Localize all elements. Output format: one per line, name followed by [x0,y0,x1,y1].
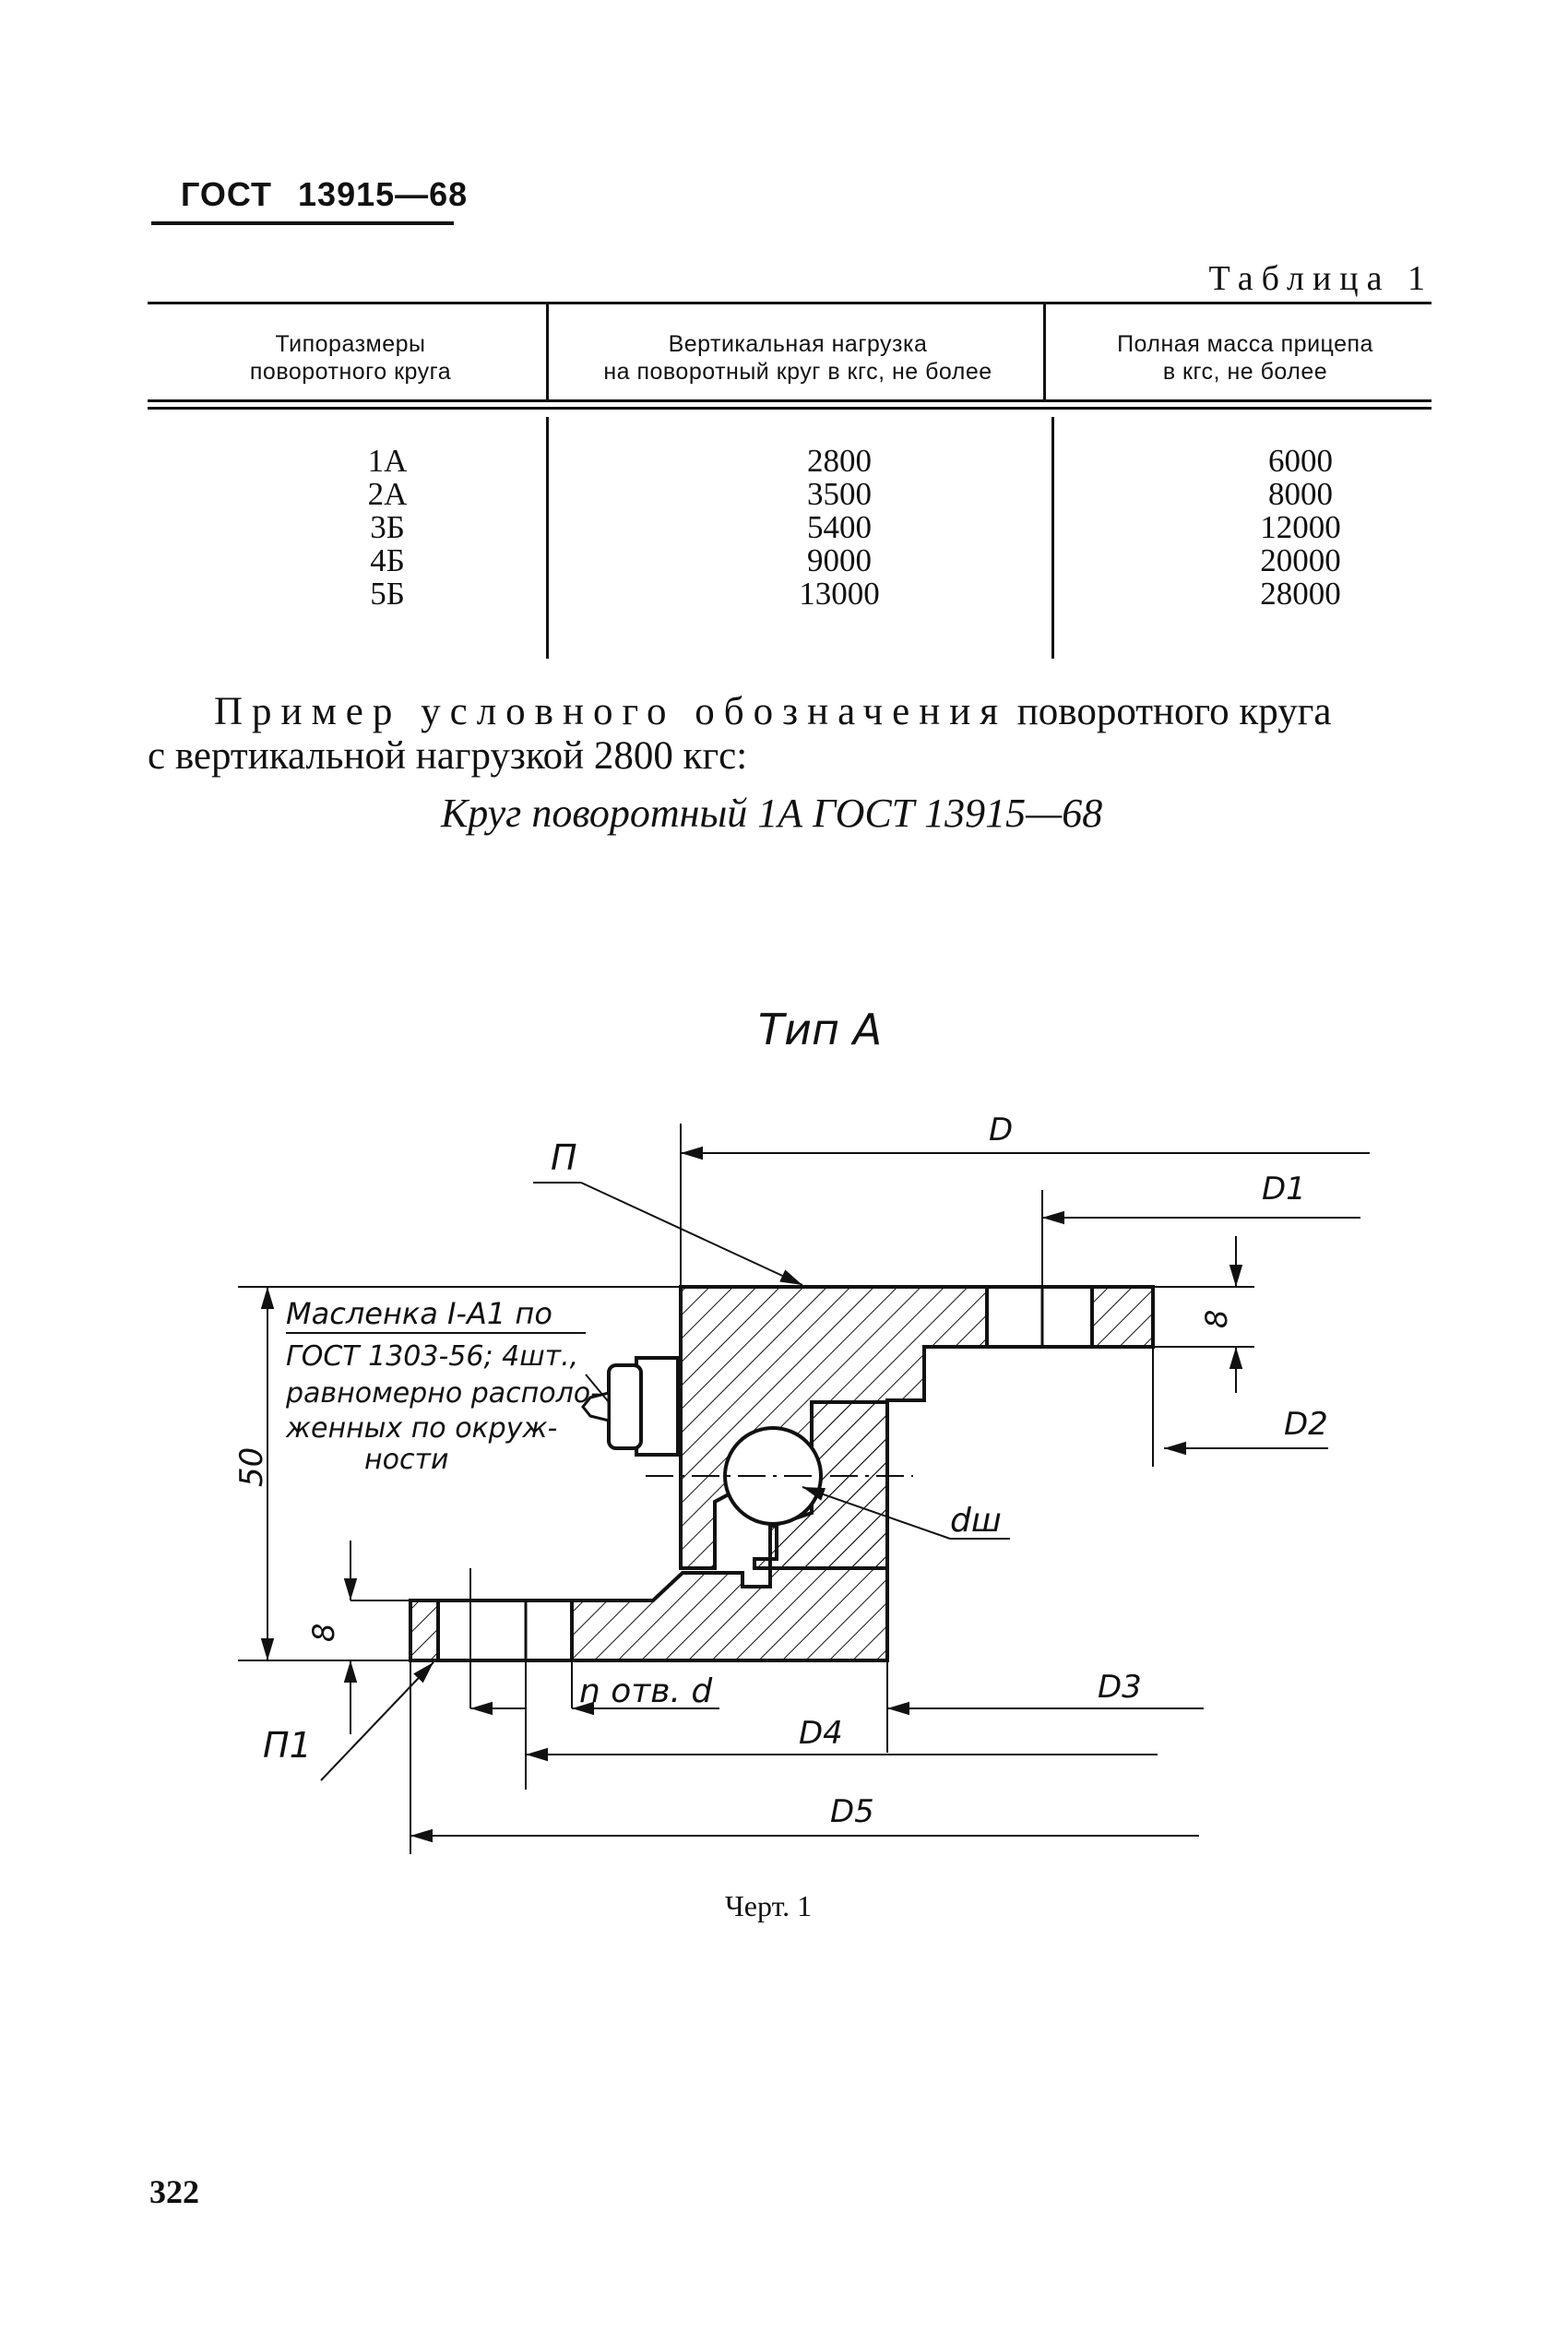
oiler-note-line: равномерно располо- [285,1377,600,1410]
table-header-rule-2 [148,407,1431,410]
table-cell: 3500 [807,476,872,512]
table-cell: 2А [367,476,408,512]
label-p: П [551,1137,577,1178]
table-cell: 5Б [370,576,405,612]
example-line1-rest: поворотного круга [1007,690,1332,733]
table-cell: 28000 [1260,576,1341,612]
standard-number: 13915—68 [298,175,469,213]
label-ball-diameter: dш [950,1502,1002,1540]
table-column-load: 2800 3500 5400 9000 13000 [756,445,922,611]
oiler-note-line: женных по окруж- [285,1412,557,1445]
table-divider [546,417,549,659]
label-d: D [989,1112,1013,1148]
oiler-note-line: ности [364,1444,448,1476]
table-divider [1051,417,1054,659]
label-p1: П1 [263,1725,312,1766]
label-d1: D1 [1262,1171,1306,1208]
label-holes: n отв. d [579,1672,713,1710]
dim-8-bottom: 8 [306,1624,341,1642]
table-cell: 8000 [1268,476,1333,512]
standard-label: ГОСТ [181,175,273,213]
label-d2: D2 [1284,1406,1328,1443]
dim-50: 50 [233,1447,270,1487]
table-cell: 12000 [1260,509,1341,545]
example-paragraph: Пример условного обозначения поворотного… [148,690,1431,779]
page-header: ГОСТ 13915—68 [181,175,468,214]
label-d3: D3 [1098,1669,1142,1706]
example-line2: с вертикальной нагрузкой 2800 кгс: [148,734,748,778]
table-column-size: 1А 2А 3Б 4Б 5Б [314,445,461,611]
table-cell: 1А [367,443,408,479]
header-underline [151,221,454,225]
table-cell: 9000 [807,542,872,578]
table-cell: 20000 [1260,542,1341,578]
oiler-note-line: Масленка I-А1 по [286,1296,552,1331]
type-label: Тип А [758,1005,882,1054]
table-divider [1043,304,1046,400]
table-cell: 4Б [370,542,405,578]
table-top-rule [148,302,1431,304]
oiler-note-line: ГОСТ 1303-56; 4шт., [286,1340,578,1373]
grease-nipple [581,1356,680,1457]
table-cell: 6000 [1268,443,1333,479]
example-lead: Пример условного обозначения [214,690,1008,733]
table-cell: 3Б [370,509,405,545]
table-cell: 13000 [799,576,880,612]
label-d5: D5 [830,1793,874,1830]
figure-caption: Черт. 1 [725,1889,813,1922]
table-cell: 2800 [807,443,872,479]
upper-ring-section [679,1285,1155,1570]
table-cell: 5400 [807,509,872,545]
table-title: Таблица 1 [1208,259,1433,298]
dim-8-top: 8 [1199,1310,1234,1328]
table-divider [546,304,549,400]
table-header-rule-1 [148,399,1431,402]
table-column-mass: 6000 8000 12000 20000 28000 [1218,445,1384,611]
page-number: 322 [149,2173,199,2210]
label-d4: D4 [799,1715,843,1752]
example-designation: Круг поворотный 1А ГОСТ 13915—68 [441,791,1103,836]
